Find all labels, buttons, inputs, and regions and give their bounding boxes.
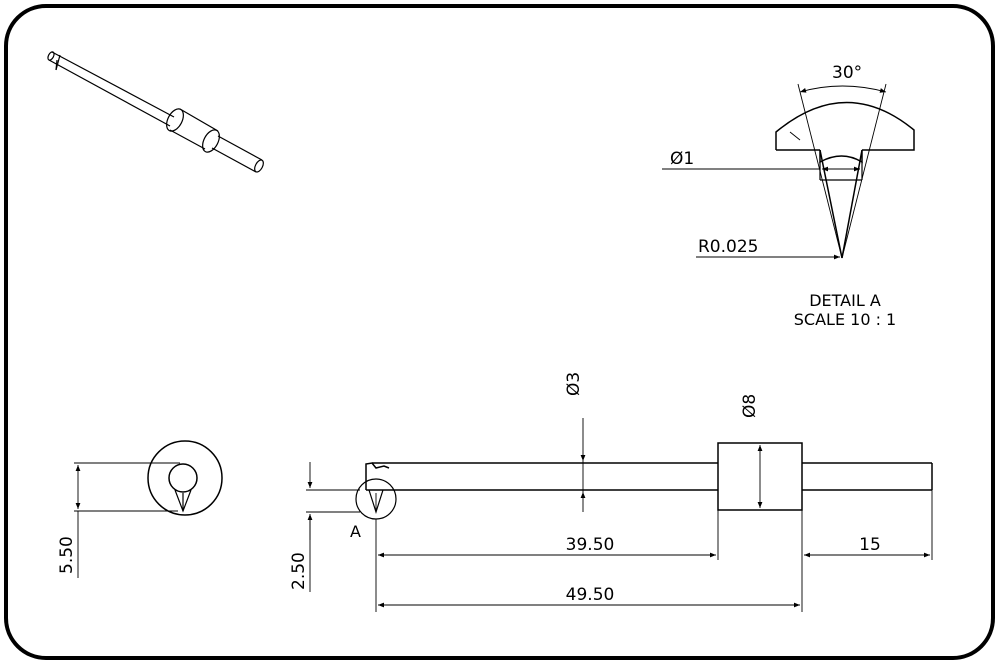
side-height-dimension: 5.50 [57, 536, 77, 574]
tip-radius-dimension: R0.025 [698, 237, 758, 257]
tail-length-dimension: 15 [859, 535, 881, 555]
isometric-view [47, 51, 264, 173]
angle-dimension: 30° [832, 63, 862, 83]
detail-title: DETAIL A [809, 291, 881, 310]
detail-callout-label: A [350, 522, 361, 541]
total-length-dimension: 49.50 [566, 585, 615, 605]
sheet-border [4, 4, 995, 660]
tip-offset-dimension: 2.50 [289, 552, 309, 590]
shaft-diameter-dimension: Ø3 [564, 372, 584, 396]
side-view [74, 440, 223, 578]
collar-diameter-dimension: Ø8 [740, 394, 760, 418]
hole-diameter-dimension: Ø1 [670, 149, 694, 169]
front-view [306, 418, 933, 612]
detail-scale: SCALE 10 : 1 [794, 310, 896, 329]
detail-a-view [662, 83, 915, 260]
length-to-collar-dimension: 39.50 [566, 535, 615, 555]
